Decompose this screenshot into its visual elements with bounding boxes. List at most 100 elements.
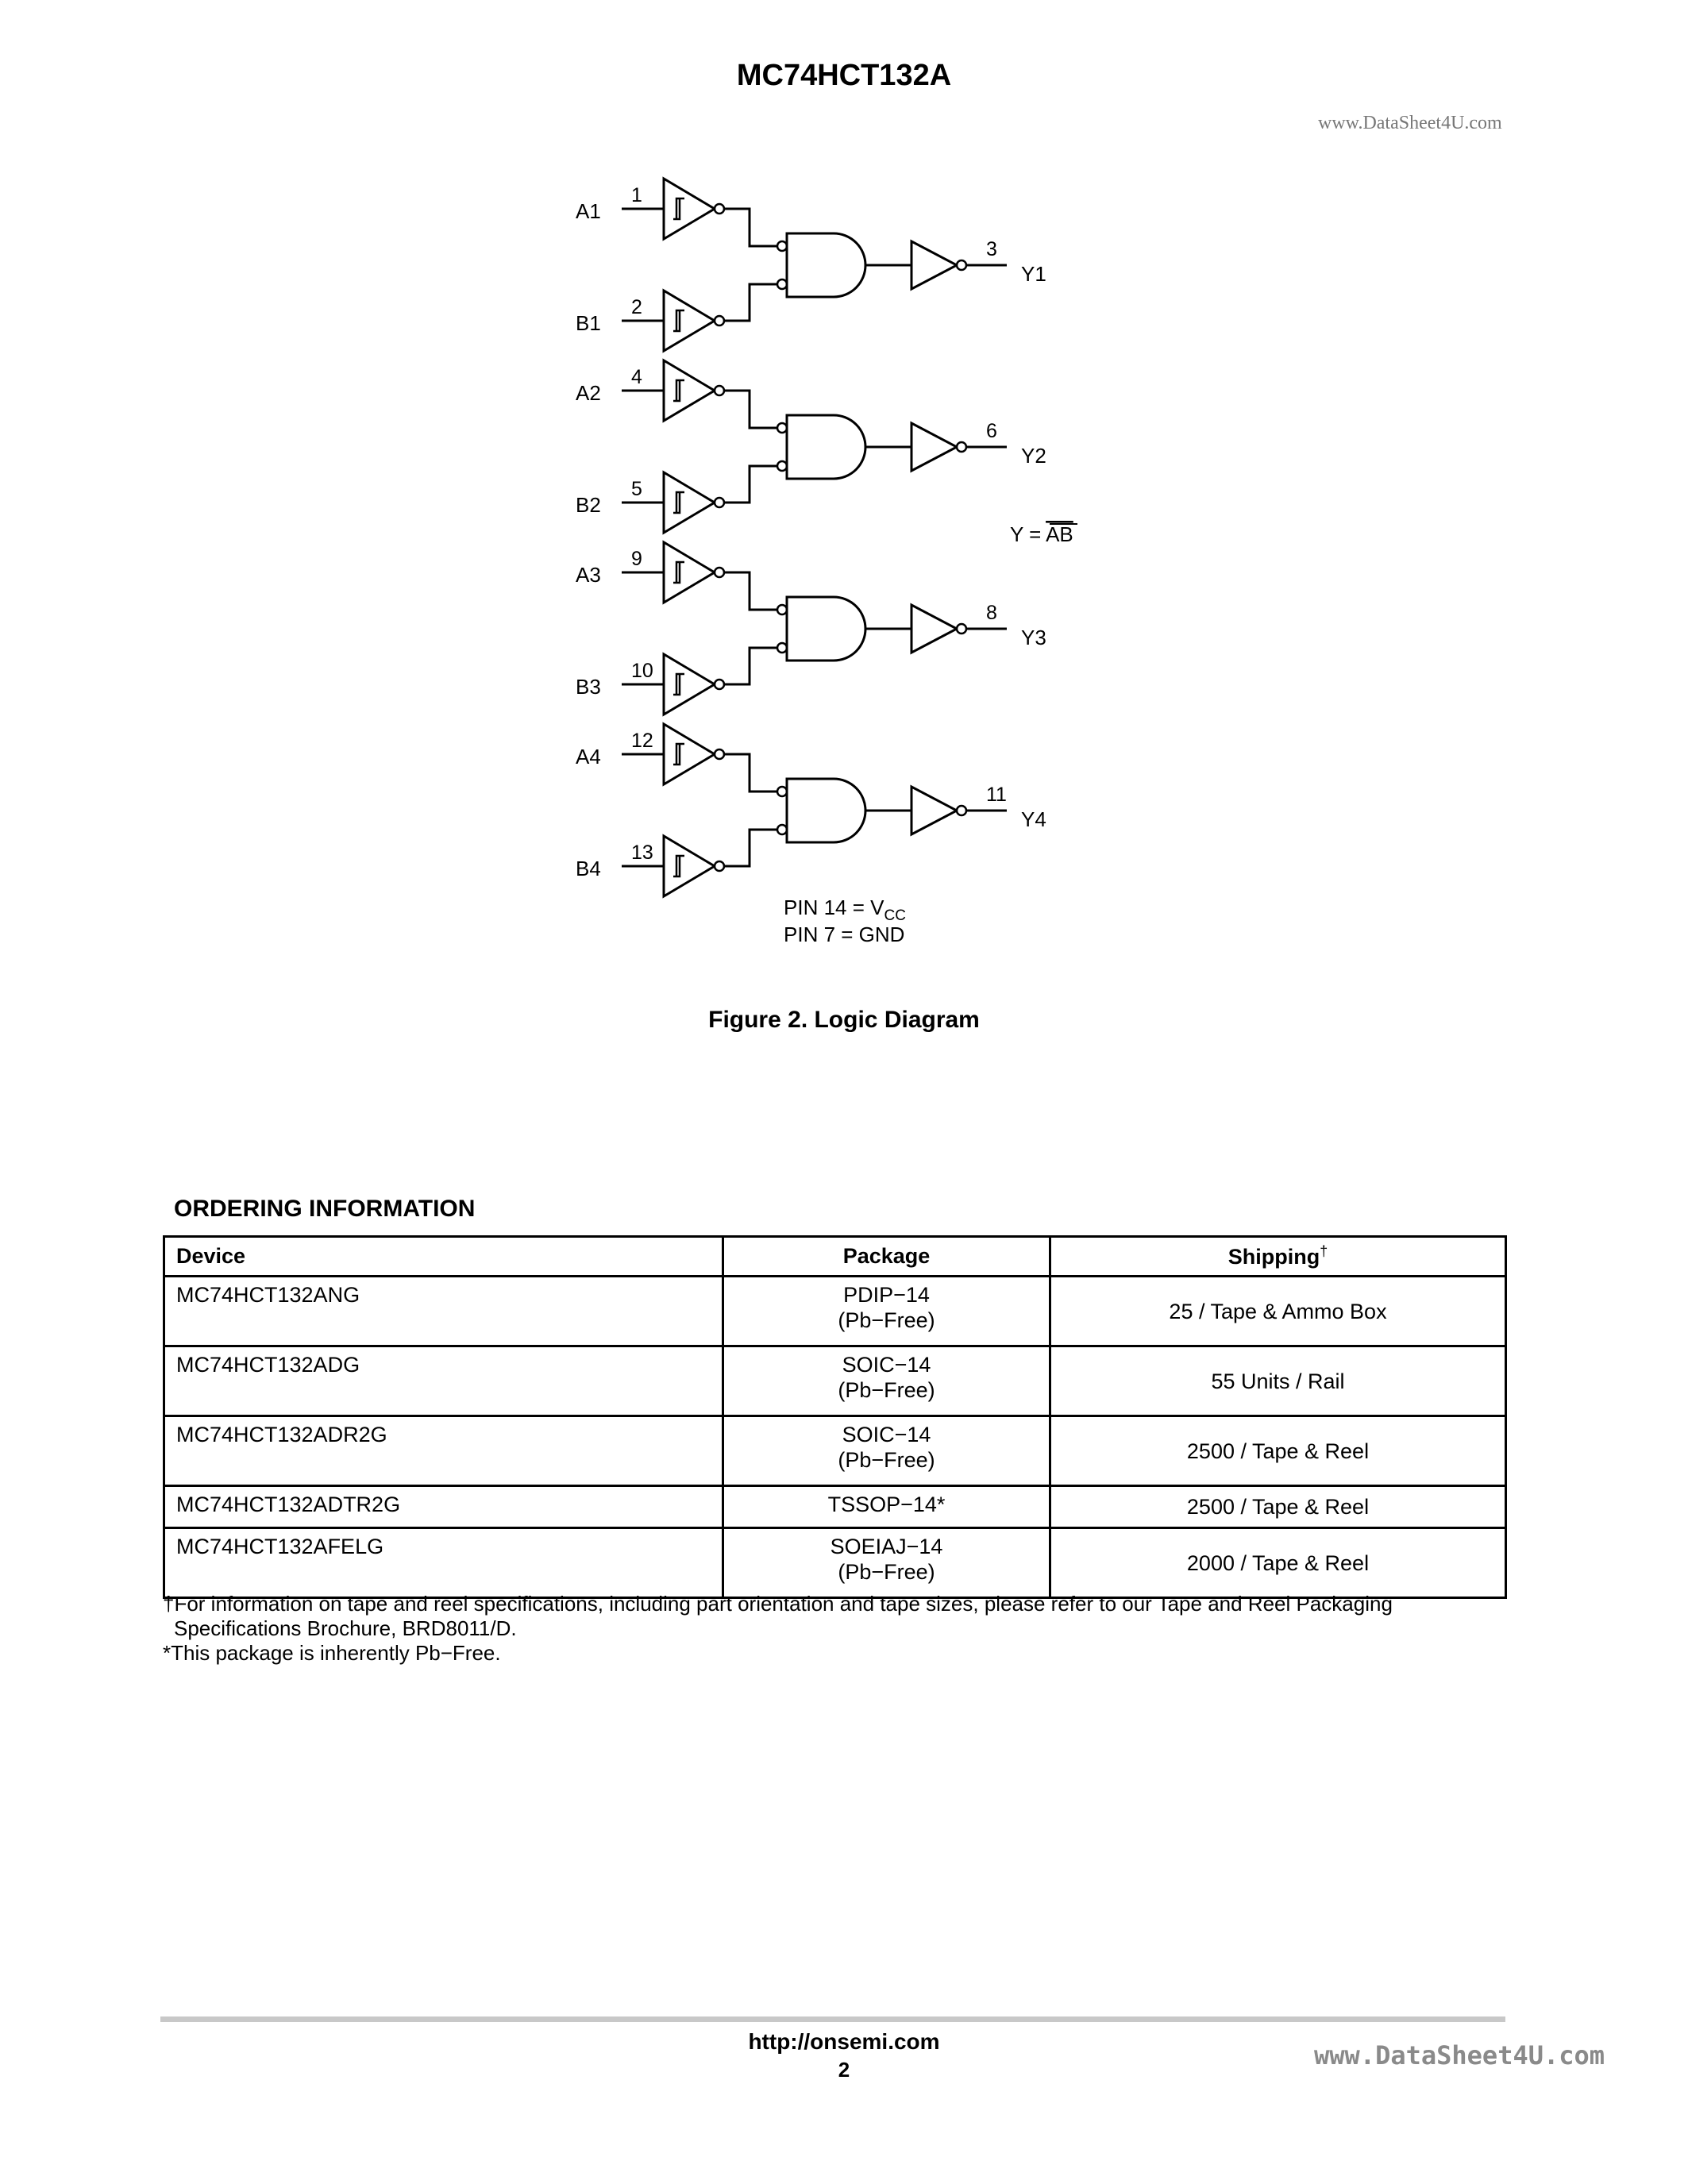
and-gate [785,595,867,662]
output-label: Y3 [1021,626,1046,649]
table-header-row: Device Package Shipping† [163,1235,1507,1277]
package-cell: SOEIAJ−14(Pb−Free) [722,1527,1051,1599]
inverter-bubble [713,202,726,215]
package-note: (Pb−Free) [838,1560,935,1584]
pin-number: 1 [631,184,642,206]
logic-diagram: 1A12B13Y14A25B26Y29A310B38Y312A413B411Y4… [576,176,1077,946]
device-cell: MC74HCT132ANG [163,1275,724,1347]
wire [724,828,777,868]
package-cell: PDIP−14(Pb−Free) [722,1275,1051,1347]
inverter-bubble [713,314,726,327]
pin-number: 9 [631,548,642,570]
device-column-header: Device [163,1235,724,1277]
package-note: (Pb−Free) [838,1308,935,1332]
output-buffer [910,603,960,655]
schmitt-buffer [662,834,717,899]
shipping-cell: 2000 / Tape & Reel [1049,1527,1507,1599]
input-label-b: B4 [576,857,601,880]
and-gate [785,232,867,299]
package-cell: SOIC−14(Pb−Free) [722,1345,1051,1417]
hysteresis-icon [673,491,684,514]
input-label-a: A4 [576,745,601,768]
pin-number: 10 [631,660,653,682]
pin-number: 4 [631,366,642,388]
output-buffer [910,239,960,291]
pin-vcc-note: PIN 14 = VCC [784,896,906,924]
shipping-column-header: Shipping† [1049,1235,1507,1277]
inverter-bubble [776,823,788,836]
package-name: SOIC−14 [842,1423,931,1446]
schmitt-buffer [662,540,717,605]
shipping-cell: 2500 / Tape & Reel [1049,1485,1507,1529]
shipping-cell: 2500 / Tape & Reel [1049,1415,1507,1487]
inverter-bubble [955,622,968,635]
inverter-bubble [776,603,788,616]
schmitt-buffer [662,722,717,787]
hysteresis-icon [673,379,684,403]
hysteresis-icon [673,197,684,221]
watermark-top[interactable]: www.DataSheet4U.com [1318,113,1502,133]
wire [724,283,777,322]
page-number: 2 [838,2058,850,2082]
wire [724,753,777,793]
inverter-bubble [776,422,788,434]
inverter-bubble [776,278,788,291]
package-cell: TSSOP−14* [722,1485,1051,1529]
footer-url-link[interactable]: http://onsemi.com [748,2029,940,2054]
pin-gnd-note: PIN 7 = GND [784,923,904,946]
pin-number: 12 [631,730,653,752]
pin-vcc-subscript: CC [884,907,905,924]
input-label-a: A3 [576,563,601,587]
package-column-header: Package [722,1235,1051,1277]
input-label-a: A2 [576,381,601,405]
pin-number: 11 [986,784,1007,806]
wire [724,207,777,248]
hysteresis-icon [673,560,684,584]
pin-number: 8 [986,602,997,624]
inverter-bubble [713,384,726,397]
inverter-bubble [713,566,726,579]
inverter-bubble [776,460,788,472]
output-label: Y2 [1021,444,1046,468]
package-cell: SOIC−14(Pb−Free) [722,1415,1051,1487]
schmitt-buffer [662,358,717,423]
dagger-mark: † [1320,1243,1328,1259]
device-cell: MC74HCT132AFELG [163,1527,724,1599]
page-title: MC74HCT132A [736,59,952,92]
input-label-b: B3 [576,675,601,699]
output-label: Y4 [1021,807,1046,831]
package-note: (Pb−Free) [838,1378,935,1402]
inverter-bubble [713,496,726,509]
watermark-bottom[interactable]: www.DataSheet4U.com [1314,2040,1605,2070]
shipping-cell: 55 Units / Rail [1049,1345,1507,1417]
schmitt-buffer [662,176,717,241]
device-cell: MC74HCT132ADR2G [163,1415,724,1487]
device-cell: MC74HCT132ADTR2G [163,1485,724,1529]
output-label: Y1 [1021,262,1046,286]
equation-overbar-term: AB [1046,522,1073,546]
inverter-bubble [776,240,788,252]
hysteresis-icon [673,309,684,333]
pin-number: 13 [631,842,653,864]
footnote-shipping-line2: Specifications Brochure, BRD8011/D. [174,1616,517,1640]
shipping-cell: 25 / Tape & Ammo Box [1049,1275,1507,1347]
schmitt-buffer [662,652,717,717]
pin-number: 5 [631,478,642,500]
hysteresis-icon [673,672,684,696]
wire [724,571,777,611]
pin-number: 3 [986,238,997,260]
inverter-bubble [955,804,968,817]
inverter-bubble [713,748,726,761]
inverter-bubble [713,678,726,691]
package-name: SOIC−14 [842,1353,931,1377]
figure-caption: Figure 2. Logic Diagram [708,1007,980,1033]
footnote-shipping: †For information on tape and reel specif… [163,1592,1505,1641]
schmitt-buffer [662,470,717,535]
and-gate [785,414,867,480]
and-gate [785,777,867,844]
